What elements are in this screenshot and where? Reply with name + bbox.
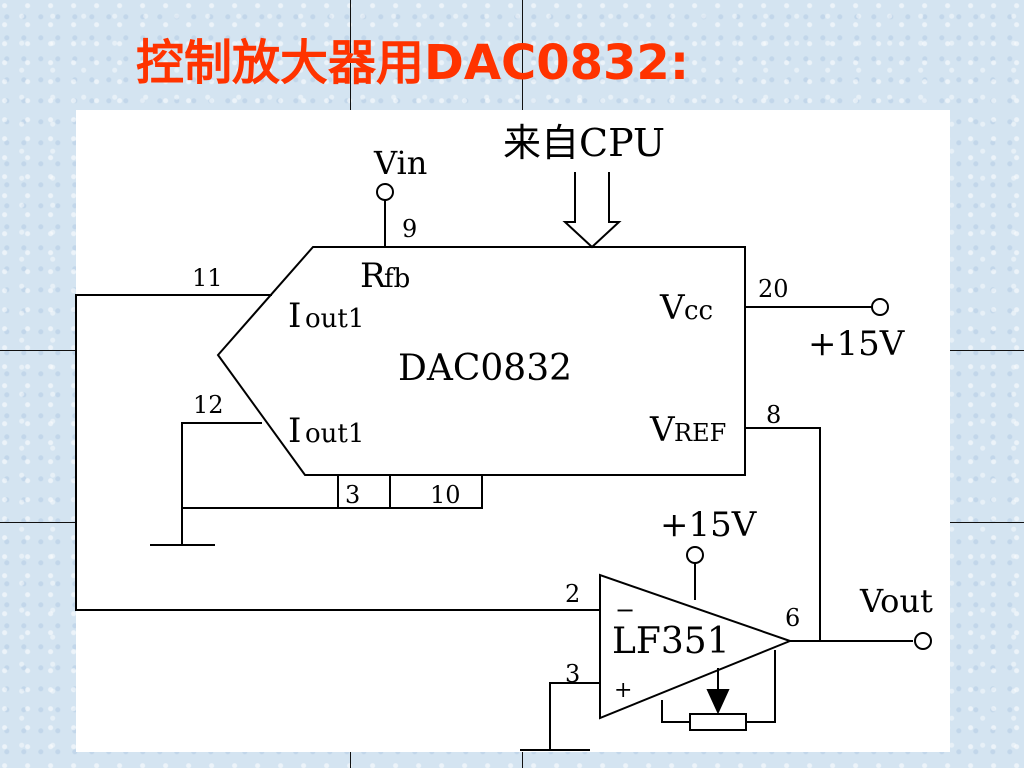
vout-label: Vout bbox=[859, 582, 933, 620]
pin-12-label: 12 bbox=[193, 391, 224, 419]
pin-3-opamp-label: 3 bbox=[565, 660, 580, 688]
vref-main: V bbox=[649, 410, 676, 450]
title-latin: DAC0832: bbox=[424, 35, 690, 91]
vcc-main: V bbox=[659, 288, 686, 328]
vout-terminal bbox=[914, 632, 932, 650]
opamp-plus-sign: + bbox=[614, 678, 632, 703]
grid-line-vertical-bottom-left bbox=[350, 752, 351, 768]
pins-3-10-box bbox=[337, 475, 483, 509]
iout-bottom-label: I out1 bbox=[288, 411, 364, 451]
grid-line-vertical-bottom-right bbox=[522, 752, 523, 768]
dac-chip-name: DAC0832 bbox=[398, 348, 572, 389]
opamp-body bbox=[599, 573, 793, 720]
vcc-terminal bbox=[871, 298, 889, 316]
opamp-supply-terminal bbox=[686, 546, 704, 564]
opamp-name: LF351 bbox=[612, 621, 730, 662]
grid-line-horizontal-right-bottom bbox=[950, 522, 1024, 523]
iout-top-sub: out1 bbox=[305, 304, 364, 334]
dac-supply-label: +15V bbox=[808, 324, 906, 364]
iout-top-label: I out1 bbox=[288, 296, 364, 336]
trim-wiper-arrow bbox=[706, 689, 730, 715]
grid-line-vertical-right bbox=[522, 0, 523, 110]
pin-3-dac-label: 3 bbox=[345, 481, 360, 509]
opamp-minus-sign: − bbox=[615, 596, 635, 624]
trim-wire-right bbox=[746, 650, 776, 723]
cpu-bus-arrow bbox=[562, 172, 622, 249]
pin-8-label: 8 bbox=[766, 401, 781, 429]
slide-title: 控制放大器用DAC0832: bbox=[136, 28, 689, 98]
pin-2-label: 2 bbox=[565, 580, 580, 608]
rfb-label: R fb bbox=[360, 256, 410, 296]
grid-line-horizontal-right-top bbox=[950, 350, 1024, 351]
rfb-label-main: R bbox=[360, 256, 387, 296]
pin-10-label: 10 bbox=[430, 481, 461, 509]
vin-terminal bbox=[376, 183, 394, 201]
opamp-plus-wire bbox=[549, 682, 600, 750]
trim-wire bbox=[661, 700, 690, 723]
vref-label: V REF bbox=[649, 410, 726, 450]
rfb-label-sub: fb bbox=[384, 264, 410, 294]
grid-line-horizontal-left-top bbox=[0, 350, 76, 351]
cpu-label: 来自CPU bbox=[503, 121, 665, 165]
circuit-panel bbox=[76, 110, 950, 752]
iout2-ground-wire bbox=[181, 422, 262, 545]
grid-line-vertical-left bbox=[350, 0, 351, 110]
title-chinese: 控制放大器用 bbox=[136, 35, 425, 91]
vref-sub: REF bbox=[674, 419, 726, 447]
grid-line-horizontal-left-bottom bbox=[0, 522, 76, 523]
vcc-sub: cc bbox=[684, 296, 713, 326]
pin-6-label: 6 bbox=[785, 604, 800, 632]
pin-9-label: 9 bbox=[402, 215, 417, 243]
dac-body bbox=[216, 246, 746, 476]
pin-20-label: 20 bbox=[758, 275, 789, 303]
vcc-label: V cc bbox=[659, 288, 713, 328]
iout-bottom-main: I bbox=[288, 411, 301, 451]
iout-top-main: I bbox=[288, 296, 301, 336]
vin-label: Vin bbox=[373, 144, 427, 182]
trim-potentiometer bbox=[689, 713, 747, 731]
iout1-feedback-wire bbox=[75, 294, 600, 611]
vref-wire bbox=[745, 427, 821, 641]
pin-11-label: 11 bbox=[192, 264, 223, 292]
iout-bottom-sub: out1 bbox=[305, 419, 364, 449]
opamp-supply-label: +15V bbox=[660, 505, 758, 545]
